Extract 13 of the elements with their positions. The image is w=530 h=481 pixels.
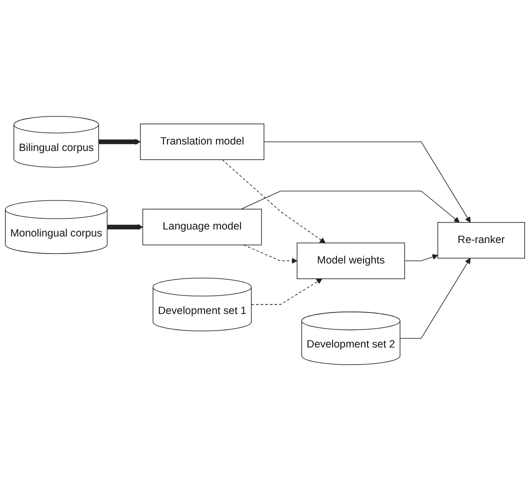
arrow — [107, 224, 144, 230]
arrow — [98, 138, 141, 145]
arrow — [222, 159, 326, 244]
arrow — [400, 258, 471, 339]
node-box: Language model — [142, 208, 262, 246]
node-box: Re-ranker — [437, 222, 526, 259]
arrow — [264, 141, 471, 223]
arrow — [404, 254, 438, 262]
arrow — [251, 278, 322, 305]
node-box: Translation model — [140, 124, 264, 160]
arrow — [243, 244, 298, 264]
node-box: Model weights — [296, 242, 405, 280]
arrow — [240, 190, 460, 223]
